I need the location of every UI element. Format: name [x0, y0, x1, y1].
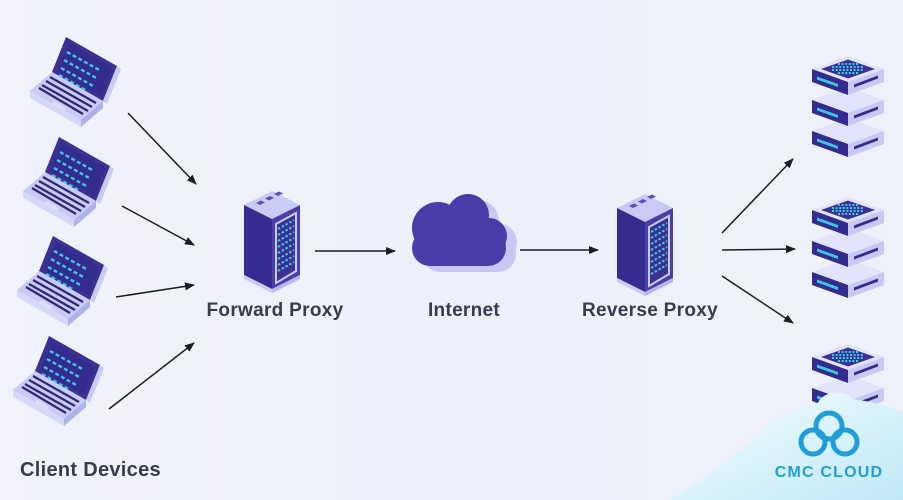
- cloud-icon: [400, 178, 520, 290]
- server-stack-icon: [808, 56, 888, 158]
- server-tower-icon: [613, 190, 677, 296]
- internet-label: Internet: [427, 300, 501, 321]
- reverse-proxy-label: Reverse Proxy: [582, 300, 718, 321]
- laptop-icon: [19, 137, 119, 235]
- server-stack-icon: [808, 197, 888, 299]
- client-devices-label: Client Devices: [20, 459, 161, 481]
- laptop-icon: [9, 336, 109, 434]
- forward-proxy-label: Forward Proxy: [206, 300, 344, 321]
- laptop-icon: [13, 236, 113, 334]
- laptop-icon: [26, 37, 126, 135]
- server-tower-icon: [240, 187, 304, 293]
- cmc-cloud-rings: [798, 410, 860, 457]
- cmc-cloud-logo: CMC CLOUD: [670, 392, 903, 500]
- cmc-cloud-wordmark: CMC CLOUD: [775, 464, 884, 481]
